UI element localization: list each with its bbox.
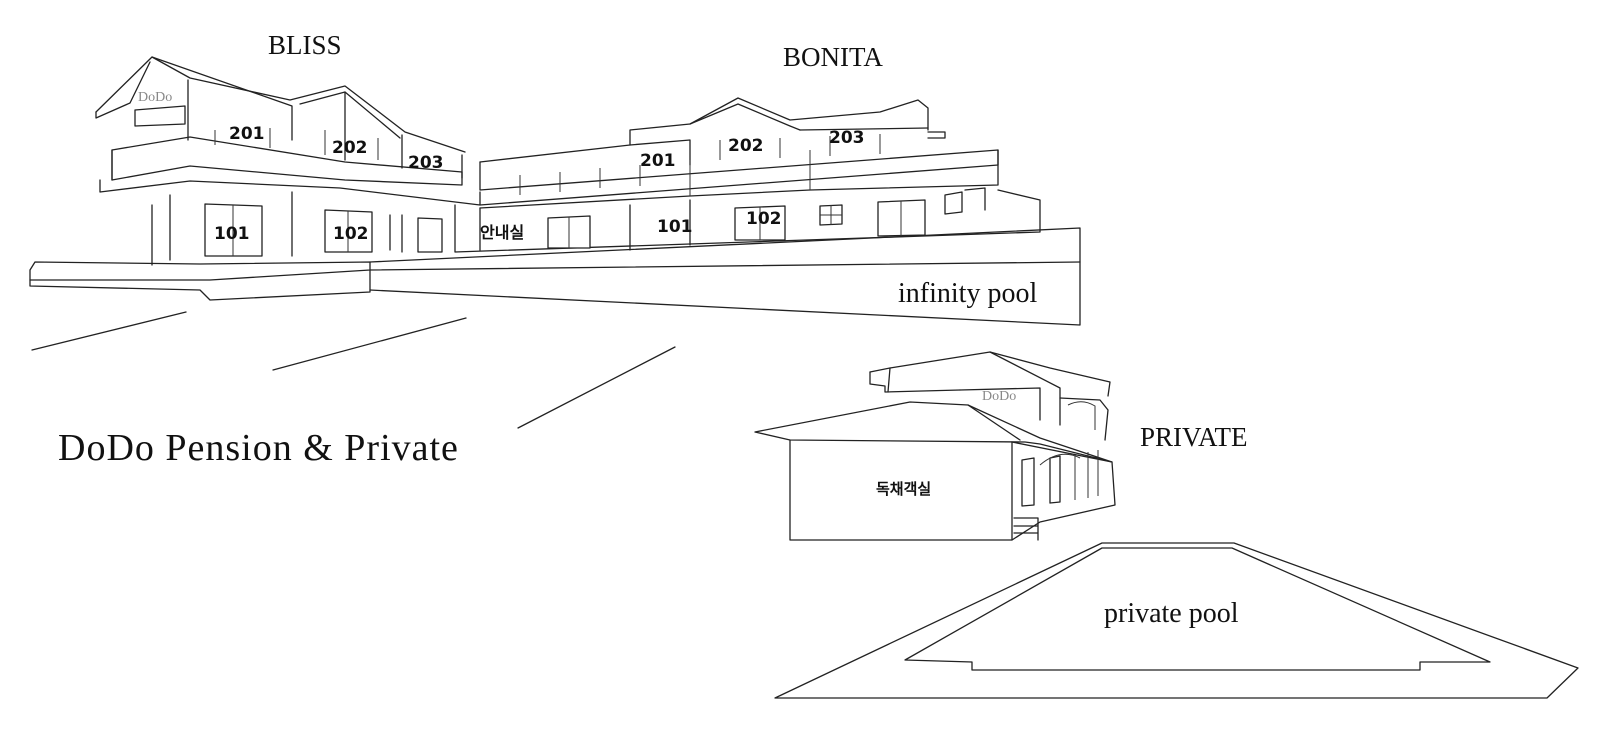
bonita-room-202: 202 (728, 136, 764, 156)
parking-lines (31, 311, 676, 429)
private-label: PRIVATE (1140, 422, 1248, 452)
bonita-room-201: 201 (640, 151, 676, 171)
private-pool-label: private pool (1104, 598, 1239, 629)
reception-label: 안내실 (480, 223, 524, 242)
bliss-room-201: 201 (229, 124, 265, 144)
bonita-label: BONITA (783, 42, 883, 72)
bliss-logo: DoDo (138, 90, 172, 105)
bonita-room-102: 102 (746, 209, 782, 229)
bliss-room-102: 102 (333, 224, 369, 244)
bonita-room-101: 101 (657, 217, 693, 237)
bliss-room-202: 202 (332, 138, 368, 158)
bonita-building (369, 97, 1081, 326)
bliss-label: BLISS (268, 30, 342, 60)
private-pool (774, 542, 1579, 699)
bonita-room-203: 203 (829, 128, 865, 148)
private-house (754, 351, 1116, 541)
bliss-room-101: 101 (214, 224, 250, 244)
bliss-room-203: 203 (408, 153, 444, 173)
private-room-label: 독채객실 (876, 480, 931, 498)
private-logo: DoDo (982, 389, 1016, 404)
infinity-pool-label: infinity pool (898, 278, 1037, 309)
bliss-building (29, 56, 481, 301)
site-title: DoDo Pension & Private (58, 427, 459, 469)
